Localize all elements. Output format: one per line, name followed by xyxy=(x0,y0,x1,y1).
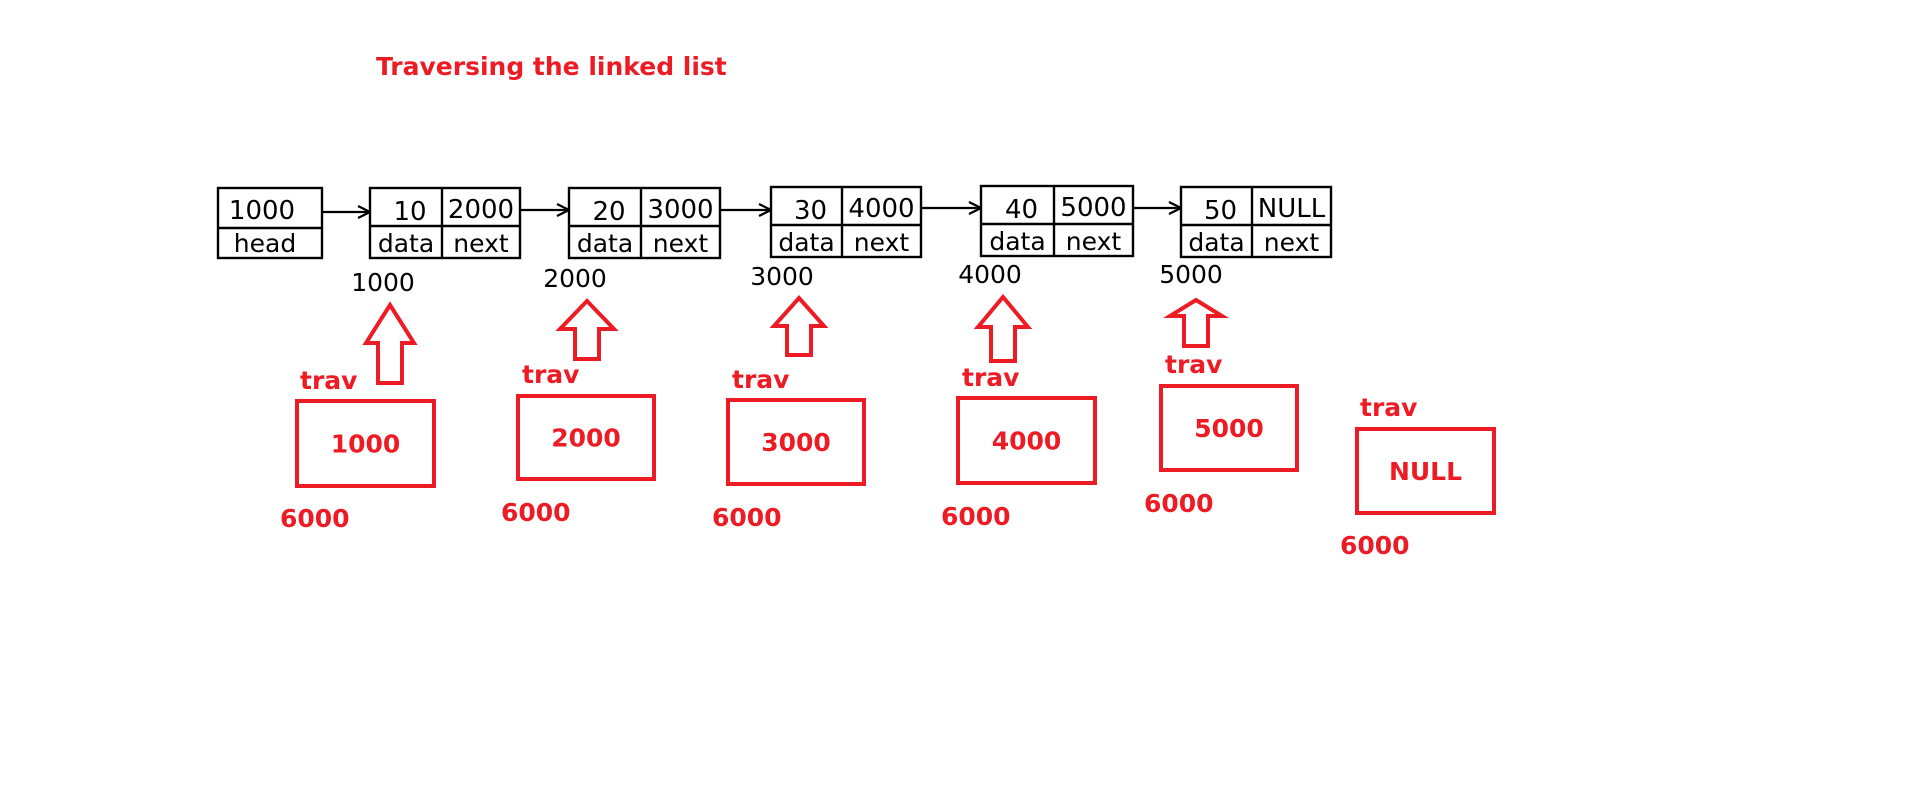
node-data-label: data xyxy=(1188,228,1244,257)
trav-box xyxy=(956,396,1097,485)
trav-step: trav 1000 6000 xyxy=(280,366,436,533)
trav-address: 6000 xyxy=(941,502,1011,531)
link-arrow xyxy=(720,203,774,217)
trav-address: 6000 xyxy=(712,503,782,532)
node-next-value: NULL xyxy=(1258,194,1326,224)
list-node: 20 3000 data next xyxy=(567,186,722,260)
link-arrow xyxy=(1133,201,1184,215)
trav-box xyxy=(516,394,656,481)
trav-value: 3000 xyxy=(761,428,831,457)
list-node: 40 5000 data next xyxy=(979,184,1135,258)
link-arrow xyxy=(520,203,572,217)
trav-box xyxy=(295,399,436,488)
up-arrow-icon xyxy=(555,298,619,361)
node-next-label: next xyxy=(653,229,709,258)
trav-label: trav xyxy=(522,360,579,389)
link-arrow xyxy=(921,201,984,215)
node-data-label: data xyxy=(778,228,834,257)
node-next-label: next xyxy=(854,228,910,257)
node-address: 2000 xyxy=(543,264,607,293)
link-arrow xyxy=(322,205,373,219)
trav-label: trav xyxy=(1360,393,1417,422)
list-node: 10 2000 data next xyxy=(368,186,522,260)
trav-label: trav xyxy=(1165,350,1222,379)
trav-value: 2000 xyxy=(551,424,621,453)
up-arrow-icon xyxy=(362,301,418,385)
node-address: 5000 xyxy=(1159,260,1223,289)
trav-box xyxy=(1159,384,1299,472)
trav-step: trav 3000 6000 xyxy=(712,365,866,532)
node-address: 3000 xyxy=(750,262,814,291)
node-data-value: 20 xyxy=(592,197,625,227)
node-address: 1000 xyxy=(351,268,415,297)
up-arrow-icon xyxy=(1162,297,1230,348)
node-data-value: 50 xyxy=(1204,196,1237,226)
node-next-value: 4000 xyxy=(848,194,914,224)
trav-address: 6000 xyxy=(501,498,571,527)
trav-step: trav 2000 6000 xyxy=(501,360,656,527)
trav-address: 6000 xyxy=(1340,531,1410,560)
up-arrow-icon xyxy=(973,293,1033,363)
node-next-value: 2000 xyxy=(448,195,514,225)
node-next-value: 3000 xyxy=(647,195,713,225)
node-data-value: 40 xyxy=(1005,195,1038,225)
node-next-label: next xyxy=(453,229,509,258)
trav-value: 1000 xyxy=(331,430,401,459)
trav-address: 6000 xyxy=(280,504,350,533)
node-data-label: data xyxy=(989,227,1045,256)
node-next-value: 5000 xyxy=(1060,193,1126,223)
trav-value: 4000 xyxy=(992,427,1062,456)
trav-label: trav xyxy=(962,363,1019,392)
trav-arrows xyxy=(362,293,1230,385)
node-data-label: data xyxy=(577,229,633,258)
node-data-value: 10 xyxy=(393,197,426,227)
node-addresses: 1000 2000 3000 4000 5000 xyxy=(351,260,1223,297)
list-node: 30 4000 data next xyxy=(769,185,923,259)
trav-box xyxy=(1355,427,1496,515)
trav-pointer-steps: trav10006000trav20006000trav30006000trav… xyxy=(280,350,1496,560)
trav-label: trav xyxy=(732,365,789,394)
head-value: 1000 xyxy=(229,196,295,226)
list-node: 50 NULL data next xyxy=(1179,185,1333,259)
trav-value: 5000 xyxy=(1194,414,1264,443)
diagram-title: Traversing the linked list xyxy=(376,52,727,81)
head-pointer: 1000 head xyxy=(216,186,324,260)
trav-address: 6000 xyxy=(1144,489,1214,518)
trav-value: NULL xyxy=(1389,457,1462,486)
node-data-value: 30 xyxy=(794,196,827,226)
head-label: head xyxy=(234,229,296,258)
trav-step: trav 4000 6000 xyxy=(941,363,1097,531)
node-address: 4000 xyxy=(958,260,1022,289)
trav-label: trav xyxy=(300,366,357,395)
up-arrow-icon xyxy=(769,294,829,357)
node-data-label: data xyxy=(378,229,434,258)
trav-box xyxy=(726,398,866,486)
trav-step: trav 5000 6000 xyxy=(1144,350,1299,518)
node-next-label: next xyxy=(1066,227,1122,256)
node-next-label: next xyxy=(1264,228,1320,257)
